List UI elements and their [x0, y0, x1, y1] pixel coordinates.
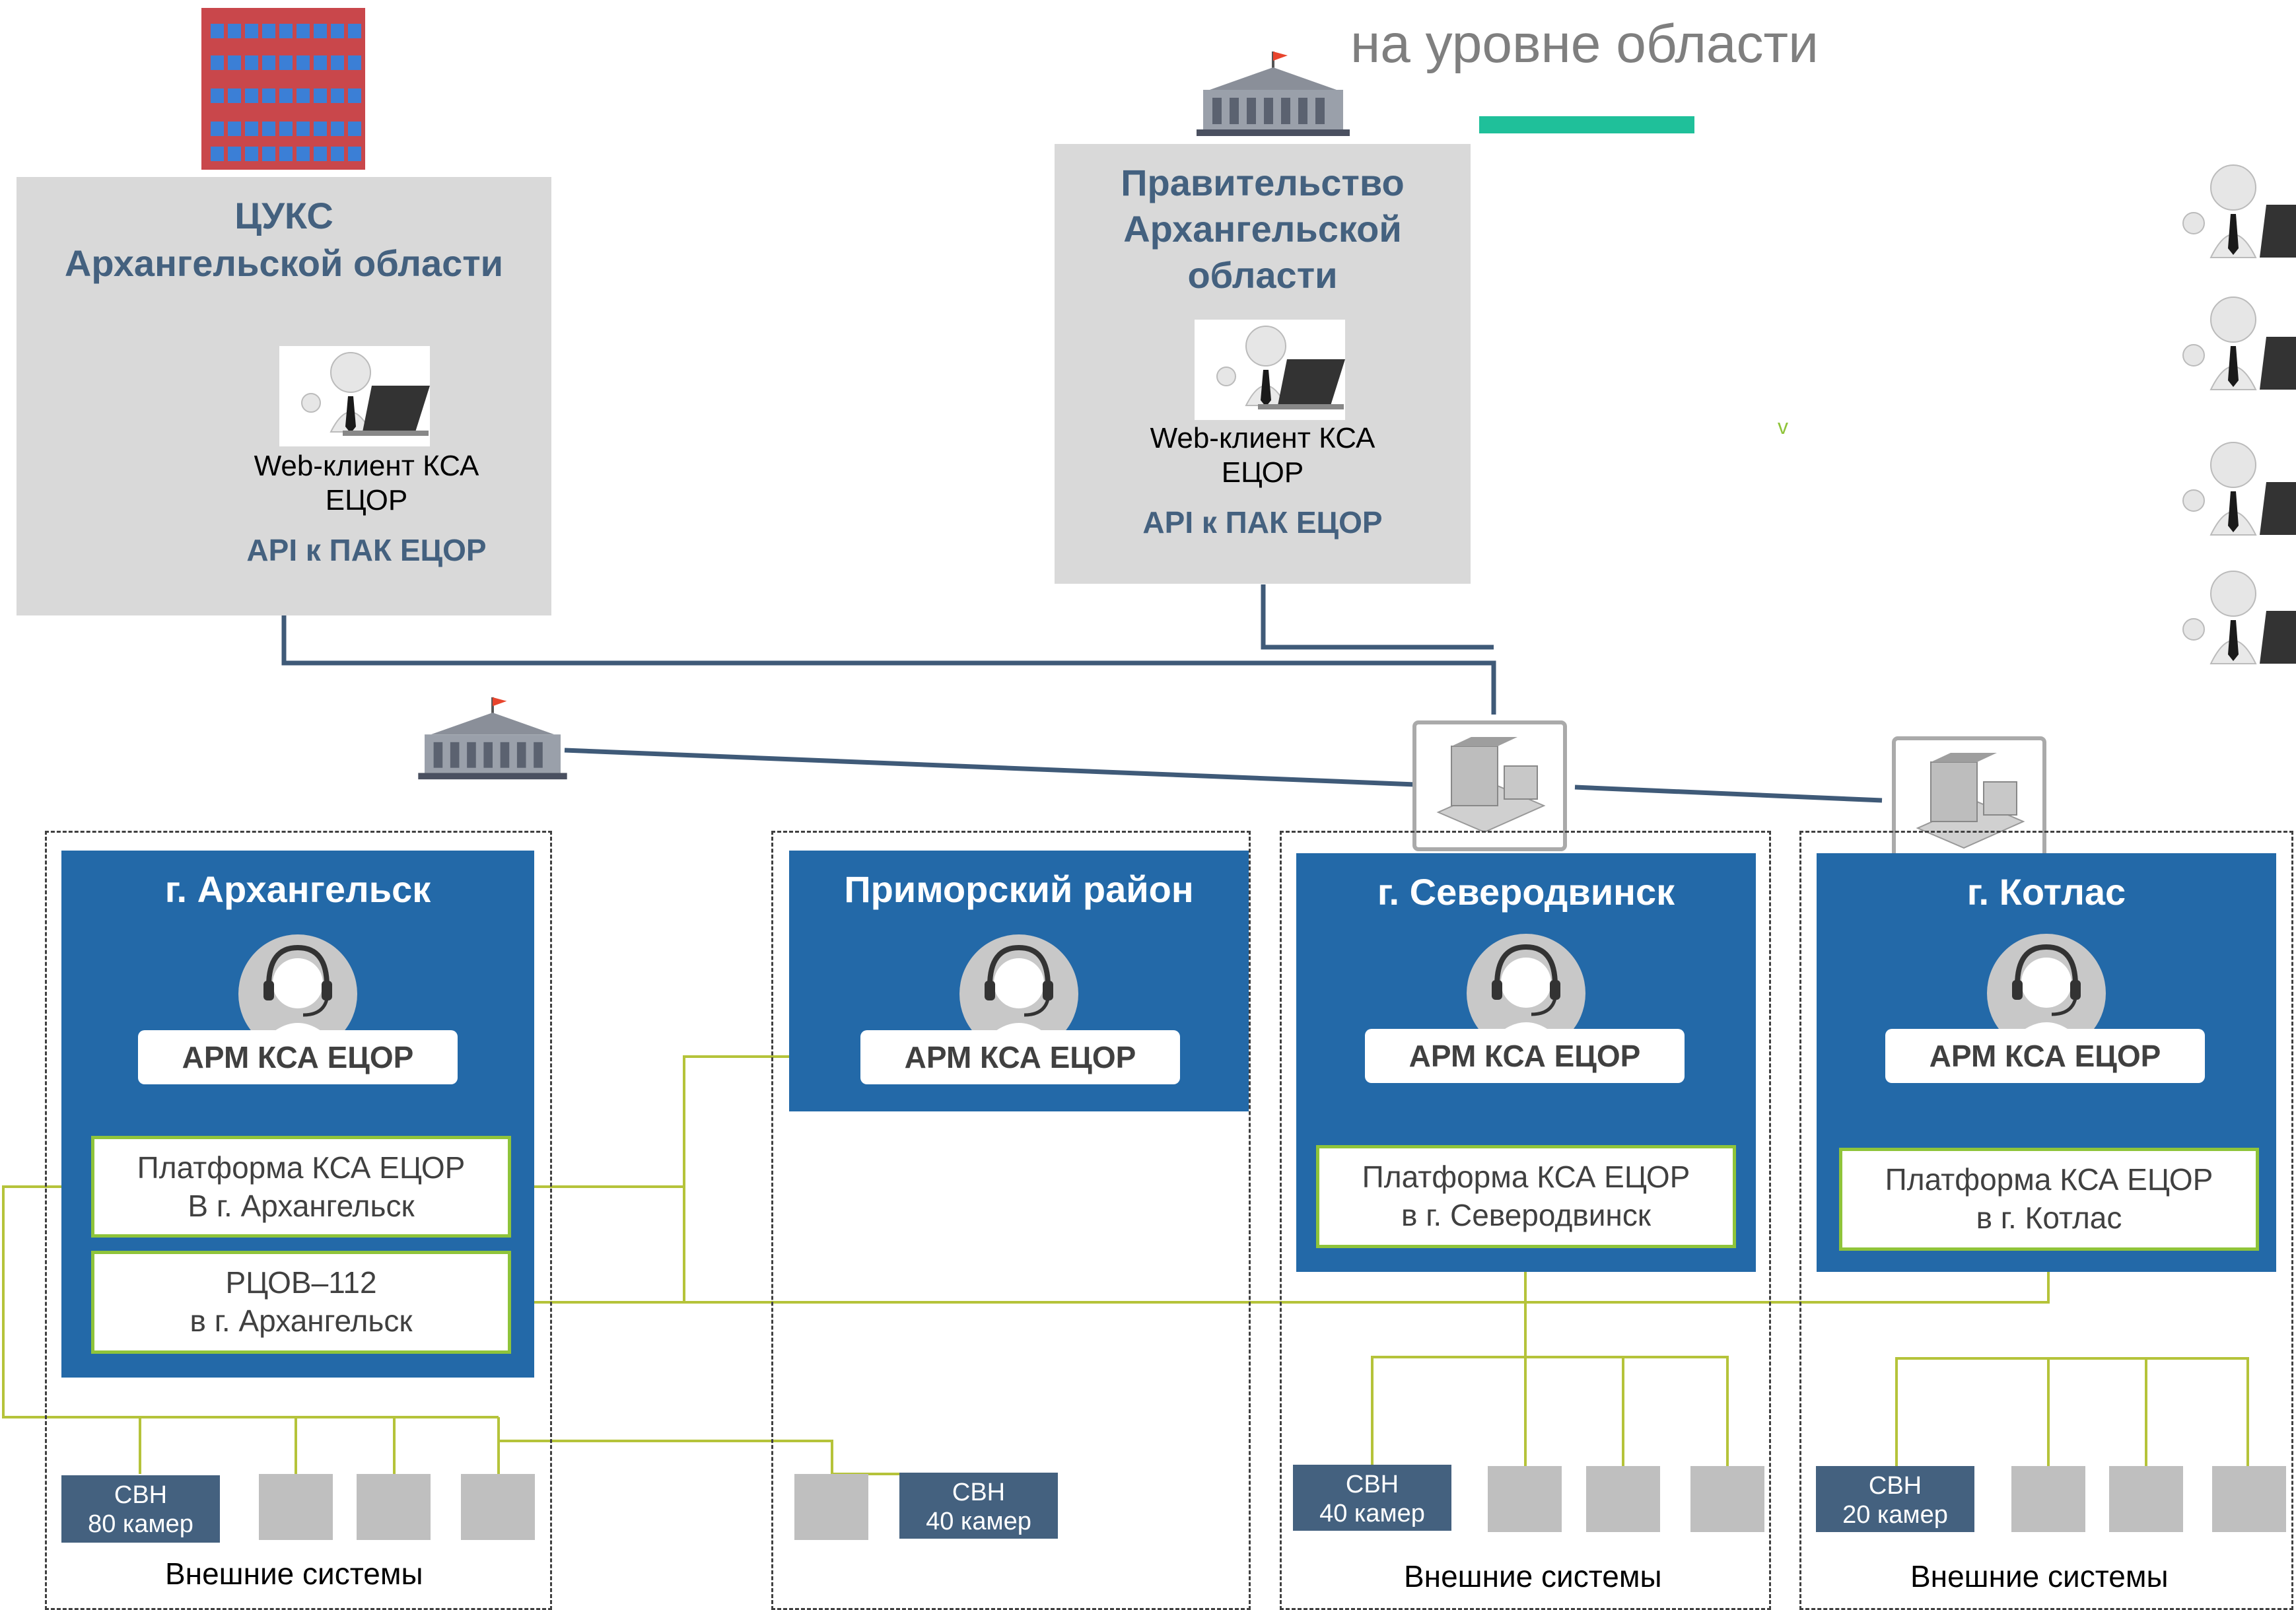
platform-line2: В г. Архангельск — [188, 1189, 415, 1223]
region-title: Приморский район — [844, 868, 1194, 910]
external-system-box — [1690, 1466, 1764, 1532]
title-accent-bar — [1479, 116, 1694, 133]
kotlas-tree — [1895, 1357, 2249, 1466]
ark-left-loop — [2, 1185, 499, 1418]
govbuilding-link — [564, 748, 1416, 787]
tsuks-box: ЦУКС Архангельской области Web-клиент КС… — [17, 177, 551, 615]
agent-icon-right-1 — [2182, 164, 2296, 258]
rcov-line1: РЦОВ–112 — [225, 1265, 377, 1300]
arm-button[interactable]: АРМ КСА ЕЦОР — [860, 1030, 1180, 1084]
region-kotlas: г. Котлас АРМ КСА ЕЦОР Платформа КСА ЕЦО… — [1817, 853, 2276, 1272]
arm-button[interactable]: АРМ КСА ЕЦОР — [1885, 1029, 2205, 1083]
tsuks-link — [281, 615, 1496, 715]
svn-label: СВН — [1868, 1472, 1922, 1500]
government-box: Правительство Архангельской области Web-… — [1055, 144, 1471, 584]
external-system-box — [2011, 1466, 2085, 1532]
platform-box: Платформа КСА ЕЦОР в г. Северодвинск — [1316, 1145, 1736, 1248]
sev-tree — [1371, 1356, 1729, 1466]
network-lines — [281, 584, 1883, 803]
external-system-box — [794, 1474, 868, 1540]
web-client-agent-icon — [279, 346, 430, 446]
region-title: г. Северодвинск — [1377, 871, 1675, 913]
government-building-icon-small — [418, 697, 567, 780]
tsuks-api: API к ПАК ЕЦОР — [246, 533, 487, 567]
operator-headset-icon — [959, 934, 1078, 1052]
external-systems-label: Внешние системы — [1404, 1559, 1662, 1593]
government-web-client: Web-клиент КСА ЕЦОР — [1150, 422, 1375, 489]
svn-box: СВН 40 камер — [899, 1473, 1058, 1539]
rcov-box: РЦОВ–112 в г. Архангельск — [91, 1251, 511, 1354]
page-subtitle: на уровне области — [1350, 14, 1819, 74]
region-primorsky: Приморский район АРМ КСА ЕЦОР — [789, 851, 1249, 1111]
platform-line1: Платформа КСА ЕЦОР — [1885, 1162, 2213, 1197]
platform-line1: Платформа КСА ЕЦОР — [1362, 1160, 1690, 1194]
external-system-box — [1488, 1466, 1562, 1532]
region-title: г. Архангельск — [164, 868, 431, 910]
agent-icon-right-4 — [2182, 571, 2296, 664]
external-system-box — [2212, 1466, 2286, 1532]
tsuks-title-line1: ЦУКС — [234, 195, 333, 236]
government-title-line1: Правительство — [1121, 162, 1405, 203]
small-mark: v — [1778, 415, 1788, 438]
svn-box: СВН 80 камер — [61, 1475, 220, 1543]
svn-box: СВН 20 камер — [1816, 1466, 1974, 1532]
agent-icon-right-3 — [2182, 442, 2296, 536]
external-system-box — [2109, 1466, 2183, 1532]
svn-label: СВН — [952, 1479, 1006, 1506]
platform-line2: в г. Северодвинск — [1401, 1198, 1651, 1232]
platform-line1: Платформа КСА ЕЦОР — [137, 1150, 466, 1185]
svn-cameras: 20 камер — [1842, 1501, 1948, 1529]
web-client-agent-icon — [1195, 320, 1345, 420]
rcov-line2: в г. Архангельск — [190, 1304, 413, 1338]
arm-button[interactable]: АРМ КСА ЕЦОР — [1365, 1029, 1685, 1083]
region-arkhangelsk: г. Архангельск АРМ КСА ЕЦОР Платформа КС… — [61, 851, 534, 1378]
region-severodvinsk: г. Северодвинск АРМ КСА ЕЦОР Платформа К… — [1296, 853, 1756, 1272]
external-system-box — [1586, 1466, 1660, 1532]
tsuks-web-client: Web-клиент КСА ЕЦОР — [254, 450, 479, 516]
tsuks-title-line2: Архангельской области — [64, 242, 504, 284]
server-building-icon-severodvinsk — [1412, 720, 1567, 851]
kotlas-link — [1574, 785, 1883, 803]
external-systems-label: Внешние системы — [165, 1557, 423, 1591]
agent-icon-right-2 — [2182, 297, 2296, 390]
platform-to-primorsky — [510, 1055, 855, 1188]
office-building-icon — [201, 8, 365, 170]
primorsky-ext — [499, 1440, 833, 1474]
external-systems-label: Внешние системы — [1910, 1559, 2169, 1593]
svn-box: СВН 40 камер — [1293, 1465, 1451, 1531]
platform-box: Платформа КСА ЕЦОР в г. Котлас — [1839, 1148, 2259, 1251]
external-system-box — [259, 1474, 333, 1540]
svn-cameras: 40 камер — [926, 1508, 1031, 1535]
government-api: API к ПАК ЕЦОР — [1142, 505, 1383, 540]
svn-label: СВН — [1345, 1471, 1399, 1498]
region-title: г. Котлас — [1966, 871, 2126, 913]
gov-link — [1261, 584, 1494, 650]
government-title-line3: области — [1187, 254, 1338, 296]
platform-line2: в г. Котлас — [1976, 1201, 2122, 1235]
platform-box: Платформа КСА ЕЦОР В г. Архангельск — [91, 1136, 511, 1238]
svn-cameras: 80 камер — [88, 1510, 193, 1538]
server-building-icon-kotlas — [1892, 736, 2046, 867]
government-title-line2: Архангельской — [1123, 208, 1402, 250]
arm-button[interactable]: АРМ КСА ЕЦОР — [138, 1030, 458, 1084]
svn-label: СВН — [114, 1481, 168, 1509]
svn-cameras: 40 камер — [1319, 1500, 1425, 1527]
government-building-icon — [1197, 52, 1350, 136]
external-system-box — [461, 1474, 535, 1540]
external-system-box — [357, 1474, 431, 1540]
